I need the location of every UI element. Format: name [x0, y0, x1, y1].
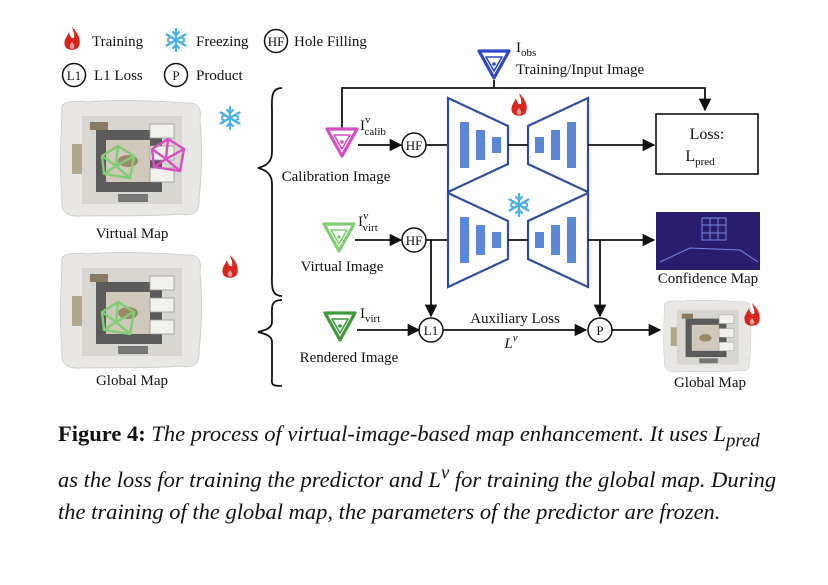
legend-l1-loss-label: L1 Loss [94, 68, 143, 84]
legend-p-symbol: P [172, 68, 179, 83]
legend-hole-filling-label: Hole Filling [294, 34, 367, 50]
rendered-camera-icon [323, 311, 357, 342]
snowflake-icon [219, 105, 241, 131]
loss-box [655, 113, 759, 175]
confidence-map-image [656, 212, 760, 270]
global-map-image [59, 251, 203, 369]
obs-to-loss-arrow [341, 87, 712, 128]
legend-l1-circle [61, 62, 87, 88]
caption-text: The process of virtual-image-based map e… [58, 421, 777, 524]
legend-training-label: Training [92, 34, 144, 50]
virtual-image-label: Virtual Image [301, 259, 384, 275]
virtual-map-image [59, 99, 203, 217]
output-global-map-image [663, 299, 752, 373]
global-map-label: Global Map [96, 373, 168, 389]
loss-box-symbol: Lpred [685, 148, 715, 168]
virtual-map-label: Virtual Map [96, 226, 169, 242]
legend-hf-circle [263, 28, 289, 54]
rendered-symbol: Ivirt [360, 306, 380, 325]
flame-icon [64, 27, 80, 50]
loss-box-title: Loss: [690, 126, 725, 143]
legend: Training Freezing HF Hole Filling L1 L1 … [61, 27, 367, 88]
calib-label: Calibration Image [282, 169, 391, 185]
pipeline-diagram: Training Freezing HF Hole Filling L1 L1 … [59, 27, 760, 391]
flame-icon [511, 93, 527, 116]
hf-node-2-label: HF [406, 233, 423, 248]
figure-caption: Figure 4: The process of virtual-image-b… [58, 418, 778, 528]
l1-node-label: L1 [424, 323, 438, 338]
rendered-image-label: Rendered Image [300, 350, 399, 366]
snowflake-icon [508, 192, 530, 218]
snowflake-icon [165, 27, 187, 53]
flame-icon [222, 255, 238, 278]
p-node-label: P [596, 323, 603, 338]
caption-label: Figure 4: [58, 421, 146, 446]
obs-symbol: Iobs [516, 40, 536, 59]
legend-product-label: Product [196, 68, 243, 84]
auxiliary-loss-symbol: Lv [503, 332, 517, 352]
obs-camera-icon [477, 49, 511, 80]
legend-hf-symbol: HF [268, 34, 285, 49]
hf-node-1-label: HF [406, 138, 423, 153]
confidence-map-label: Confidence Map [658, 271, 758, 287]
calib-camera-icon [325, 127, 359, 158]
legend-freezing-label: Freezing [196, 34, 249, 50]
output-global-map-label: Global Map [674, 375, 746, 391]
global-map-brace [257, 299, 283, 387]
obs-label: Training/Input Image [516, 62, 645, 78]
auxiliary-loss-label: Auxiliary Loss [470, 311, 560, 327]
legend-l1-symbol: L1 [67, 68, 81, 83]
virtual-camera-icon [322, 222, 356, 253]
virtual-map-brace [257, 87, 283, 297]
legend-p-circle [163, 62, 189, 88]
